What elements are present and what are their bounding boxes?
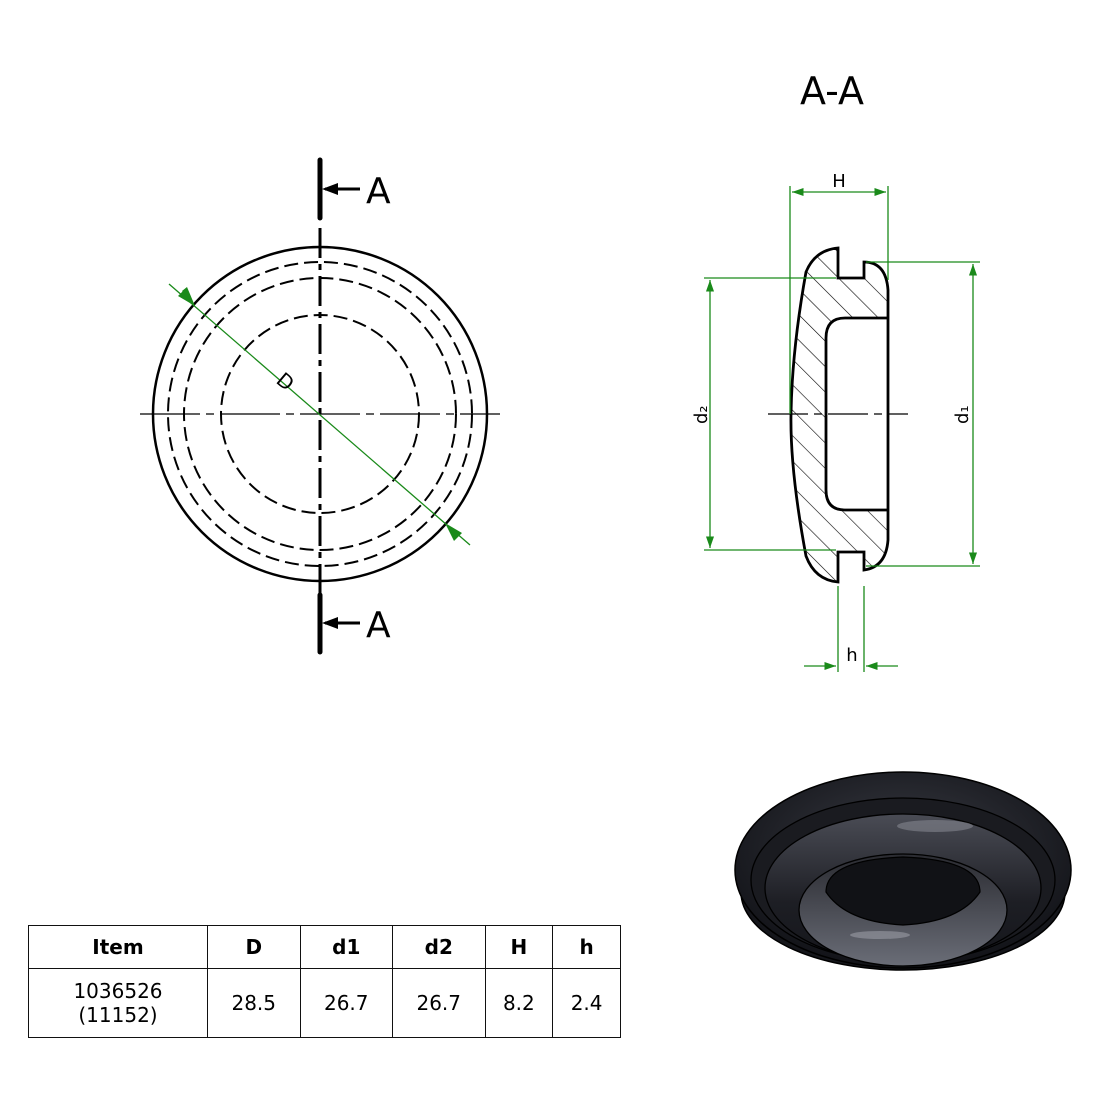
- cell-d1: 26.7: [299, 968, 393, 1038]
- dashed-circle-1: [167, 261, 473, 567]
- cut-label-bottom: A: [366, 605, 391, 646]
- cell-H: 8.2: [484, 968, 554, 1038]
- header-H: H: [484, 925, 554, 969]
- grommet-3d-render: [734, 771, 1072, 971]
- dim-d2-label: d₂: [691, 405, 712, 424]
- header-d1: d1: [299, 925, 393, 969]
- dimension-D-label: D: [272, 367, 299, 395]
- section-title: A-A: [800, 69, 864, 113]
- cell-D: 28.5: [207, 968, 301, 1038]
- header-D: D: [207, 925, 301, 969]
- front-view: A A D: [140, 157, 500, 655]
- cut-label-top: A: [366, 171, 391, 212]
- table-row: 1036526 (11152) 28.5 26.7 26.7 8.2 2.4: [28, 968, 621, 1038]
- header-h: h: [552, 925, 621, 969]
- item-sub-number: (11152): [78, 1003, 158, 1027]
- dim-H-label: H: [832, 171, 846, 192]
- cell-item: 1036526 (11152): [28, 968, 208, 1038]
- cell-d2: 26.7: [392, 968, 486, 1038]
- dim-h-label: h: [846, 645, 857, 666]
- section-profile: [789, 246, 890, 584]
- section-view: A-A H d₂ d₁ h: [691, 69, 980, 672]
- table-header-row: Item D d1 d2 H h: [28, 925, 621, 969]
- header-d2: d2: [392, 925, 486, 969]
- spec-table: Item D d1 d2 H h 1036526 (11152) 28.5 26…: [28, 925, 621, 1038]
- dim-d1-label: d₁: [952, 405, 973, 424]
- cell-h: 2.4: [552, 968, 621, 1038]
- header-item: Item: [28, 925, 208, 969]
- item-number: 1036526: [73, 979, 163, 1003]
